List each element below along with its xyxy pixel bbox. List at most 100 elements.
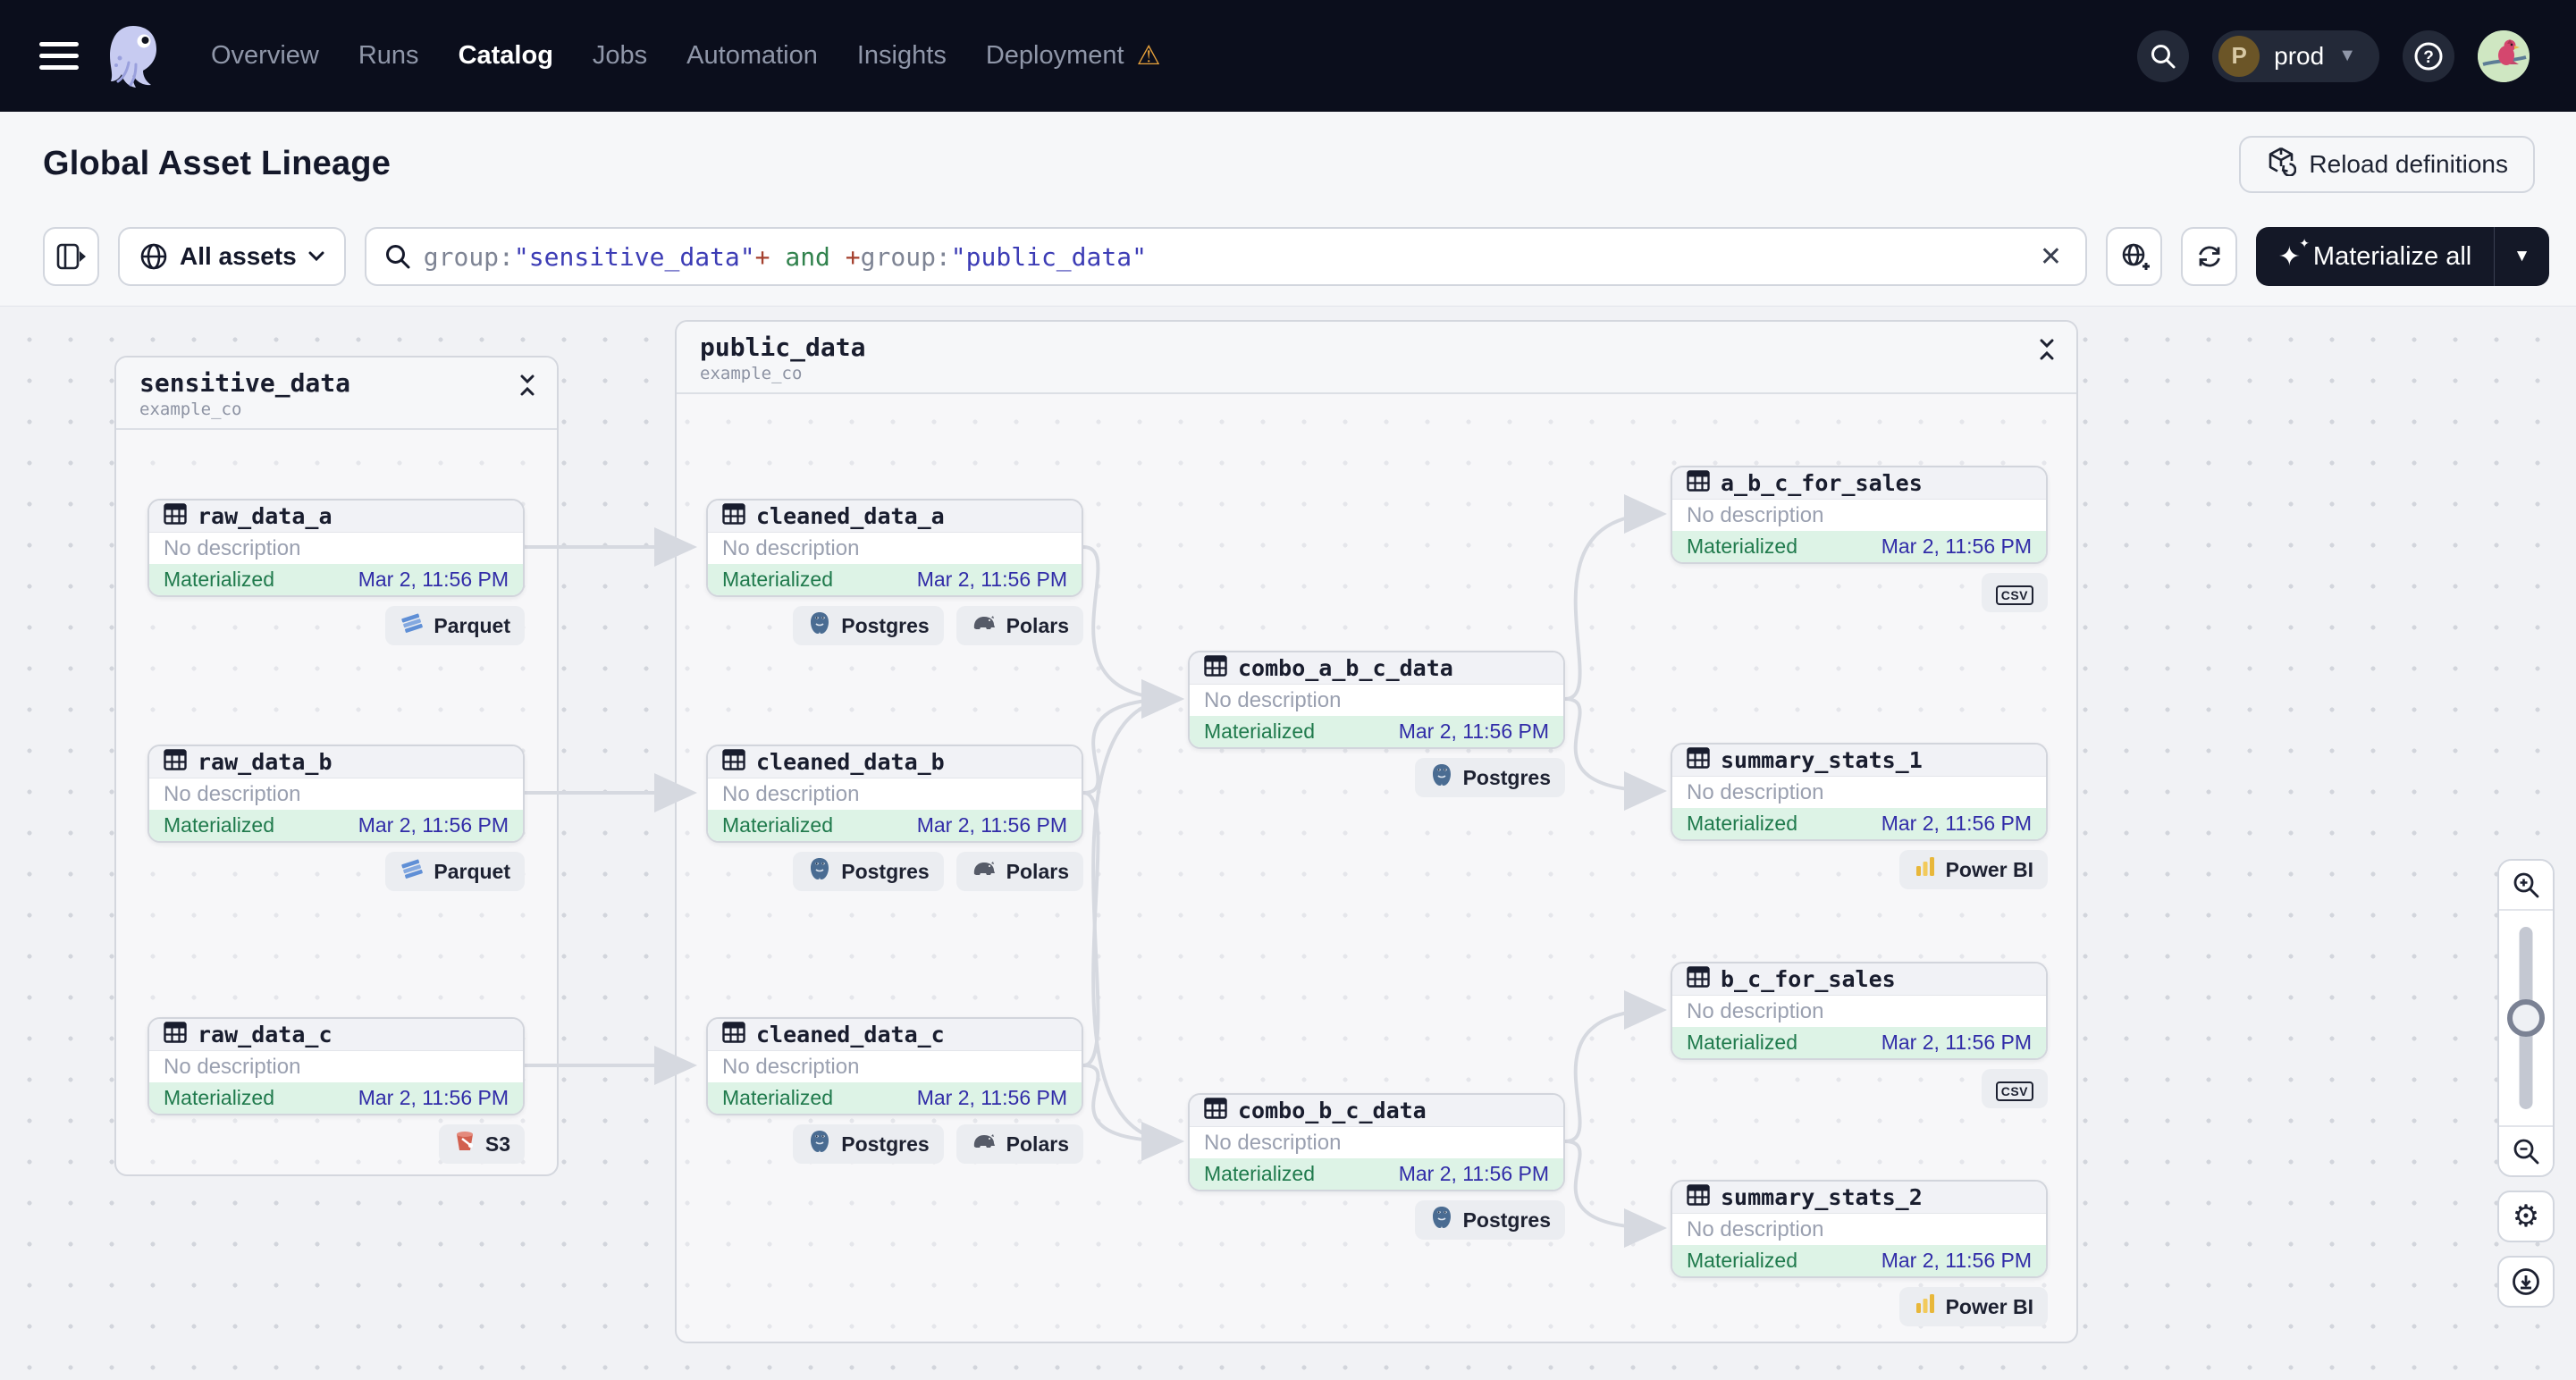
kind-badge-postgres[interactable]: Postgres [1414,1200,1565,1240]
asset-node-header[interactable]: cleaned_data_c [708,1019,1082,1051]
kind-badge-csv[interactable]: CSV [1981,573,2048,612]
view-global-lineage-icon[interactable] [2106,227,2162,286]
kind-badge-parquet[interactable]: Parquet [385,852,525,891]
menu-icon[interactable] [39,38,82,74]
refresh-icon[interactable] [2181,227,2237,286]
reload-definitions-button[interactable]: Reload definitions [2239,135,2535,193]
asset-materialized-time[interactable]: Mar 2, 11:56 PM [1881,812,2032,835]
asset-materialized-time[interactable]: Mar 2, 11:56 PM [358,1086,509,1109]
asset-node-cleaned_data_b[interactable]: cleaned_data_b No description Materializ… [706,745,1083,843]
nav-item-runs[interactable]: Runs [358,41,419,71]
materialize-options-caret[interactable]: ▼ [2494,227,2549,286]
asset-node-header[interactable]: cleaned_data_a [708,501,1082,533]
asset-scope-dropdown[interactable]: All assets [118,227,346,286]
kind-badge-polars[interactable]: Polars [955,852,1083,891]
asset-node-header[interactable]: cleaned_data_b [708,746,1082,778]
collapse-group-icon[interactable] [518,374,537,401]
kind-badge-power-bi[interactable]: Power BI [1898,1287,2048,1326]
asset-node-header[interactable]: combo_a_b_c_data [1190,652,1563,685]
asset-node-combo_a_b_c_data[interactable]: combo_a_b_c_data No description Material… [1188,651,1565,749]
materialize-all-main[interactable]: ✦✦ Materialize all [2256,236,2494,273]
asset-materialized-time[interactable]: Mar 2, 11:56 PM [1398,719,1549,743]
asset-materialized-time[interactable]: Mar 2, 11:56 PM [1881,1249,2032,1272]
zoom-slider[interactable] [2499,911,2553,1125]
download-image-icon[interactable] [2497,1256,2555,1308]
help-icon[interactable]: ? [2403,29,2454,82]
asset-node-header[interactable]: raw_data_a [149,501,523,533]
nav-item-label: Runs [358,41,419,70]
group-header-public_data[interactable]: public_data example_co [677,322,2076,394]
nav-item-label: Deployment [985,41,1124,70]
zoom-in-icon[interactable] [2499,861,2553,911]
asset-materialized-time[interactable]: Mar 2, 11:56 PM [916,1086,1067,1109]
group-header-sensitive_data[interactable]: sensitive_data example_co [116,358,557,430]
nav-item-overview[interactable]: Overview [211,41,319,71]
query-segment: + [754,241,770,272]
top-nav: Overview Runs Catalog Jobs Automation Insight… [0,0,2576,112]
asset-node-raw_data_b[interactable]: raw_data_b No description Materialized M… [147,745,525,843]
user-avatar[interactable] [2478,29,2530,82]
nav-item-catalog[interactable]: Catalog [459,41,553,71]
asset-node-cleaned_data_a[interactable]: cleaned_data_a No description Materializ… [706,499,1083,597]
asset-node-combo_b_c_data[interactable]: combo_b_c_data No description Materializ… [1188,1093,1565,1191]
asset-kind-badges: Postgres Polars [706,852,1083,891]
asset-node-cleaned_data_c[interactable]: cleaned_data_c No description Materializ… [706,1017,1083,1115]
asset-status: Materialized [1204,1162,1315,1185]
kind-badge-postgres[interactable]: Postgres [793,852,944,891]
asset-node-header[interactable]: summary_stats_1 [1672,745,2046,777]
collapse-group-icon[interactable] [2037,338,2057,366]
asset-materialized-time[interactable]: Mar 2, 11:56 PM [358,568,509,591]
kind-badge-postgres[interactable]: Postgres [793,606,944,645]
asset-search-input[interactable]: group:"sensitive_data"+ and +group:"publ… [364,227,2087,286]
asset-status-row: Materialized Mar 2, 11:56 PM [149,810,523,841]
materialize-all-button[interactable]: ✦✦ Materialize all ▼ [2256,227,2549,286]
kind-badge-polars[interactable]: Polars [955,1124,1083,1164]
search-icon [385,245,410,269]
deployment-switcher[interactable]: P prod ▼ [2212,29,2379,82]
asset-node-header[interactable]: combo_b_c_data [1190,1095,1563,1127]
kind-badge-s3[interactable]: S3 [438,1124,525,1164]
settings-icon[interactable]: ⚙ [2497,1191,2555,1242]
asset-node-header[interactable]: raw_data_b [149,746,523,778]
open-panel-icon[interactable] [43,227,99,286]
nav-item-insights[interactable]: Insights [857,41,947,71]
kind-badge-label: Polars [1006,1132,1069,1156]
kind-badge-postgres[interactable]: Postgres [793,1124,944,1164]
asset-node-header[interactable]: a_b_c_for_sales [1672,467,2046,500]
clear-search-icon[interactable]: ✕ [2034,241,2067,273]
asset-node-raw_data_c[interactable]: raw_data_c No description Materialized M… [147,1017,525,1115]
kind-badge-power-bi[interactable]: Power BI [1898,850,2048,889]
lineage-graph-canvas[interactable]: sensitive_data example_co public_data ex… [0,307,2576,1378]
search-icon[interactable] [2137,29,2190,82]
asset-node-a_b_c_for_sales[interactable]: a_b_c_for_sales No description Materiali… [1671,466,2048,564]
kind-badge-parquet[interactable]: Parquet [385,606,525,645]
asset-materialized-time[interactable]: Mar 2, 11:56 PM [1881,1031,2032,1054]
nav-item-deployment[interactable]: Deployment ⚠ [986,41,1161,71]
asset-materialized-time[interactable]: Mar 2, 11:56 PM [916,813,1067,837]
asset-materialized-time[interactable]: Mar 2, 11:56 PM [358,813,509,837]
asset-materialized-time[interactable]: Mar 2, 11:56 PM [1881,534,2032,558]
zoom-slider-thumb[interactable] [2507,999,2545,1037]
kind-badge-postgres[interactable]: Postgres [1414,758,1565,797]
asset-kind-badges: Postgres [1188,1200,1565,1240]
asset-node-header[interactable]: summary_stats_2 [1672,1182,2046,1214]
dagster-logo-icon[interactable] [102,22,164,90]
asset-node-b_c_for_sales[interactable]: b_c_for_sales No description Materialize… [1671,962,2048,1060]
asset-materialized-time[interactable]: Mar 2, 11:56 PM [1398,1162,1549,1185]
asset-materialized-time[interactable]: Mar 2, 11:56 PM [916,568,1067,591]
asset-node-summary_stats_1[interactable]: summary_stats_1 No description Materiali… [1671,743,2048,841]
kind-badge-csv[interactable]: CSV [1981,1069,2048,1108]
zoom-out-icon[interactable] [2499,1125,2553,1175]
kind-badge-polars[interactable]: Polars [955,606,1083,645]
asset-node-raw_data_a[interactable]: raw_data_a No description Materialized M… [147,499,525,597]
warning-icon: ⚠ [1136,40,1161,71]
asset-node-header[interactable]: raw_data_c [149,1019,523,1051]
nav-item-jobs[interactable]: Jobs [593,41,647,71]
nav-item-automation[interactable]: Automation [686,41,818,71]
asset-name: combo_b_c_data [1238,1098,1427,1123]
table-icon [1204,655,1227,681]
asset-node-summary_stats_2[interactable]: summary_stats_2 No description Materiali… [1671,1180,2048,1278]
kind-badge-label: S3 [484,1132,510,1156]
asset-name: raw_data_b [198,749,333,775]
asset-node-header[interactable]: b_c_for_sales [1672,963,2046,996]
